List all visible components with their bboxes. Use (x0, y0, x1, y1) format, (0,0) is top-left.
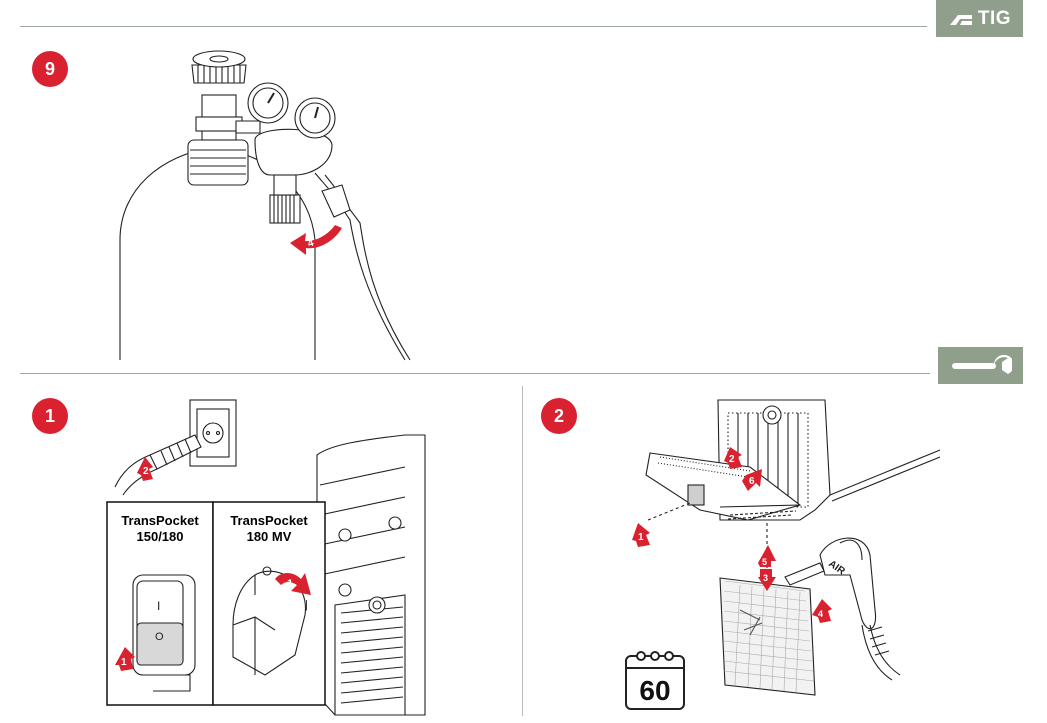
step-badge-1: 1 (32, 398, 68, 434)
arrow-number: 5 (762, 557, 767, 567)
switch-on-mark: I (157, 599, 160, 613)
arrow-number: 3 (763, 573, 768, 583)
arrow-5-filter (758, 545, 776, 567)
arrow-4-cylinder (290, 225, 342, 255)
arrow-number: 2 (729, 454, 735, 465)
step-badge-9: 9 (32, 51, 68, 87)
maintenance-tab (938, 347, 1023, 384)
panel-label-150-180: TransPocket 150/180 (121, 513, 199, 544)
arrow-4-air (812, 599, 832, 623)
switch-off-mark: O (155, 631, 164, 643)
rotary-on-mark: | (305, 599, 308, 611)
arrow-1-rotary (275, 573, 311, 595)
arrow-6-cover (742, 469, 762, 491)
mid-divider (20, 373, 930, 374)
tig-tab: TIG (936, 0, 1023, 37)
arrow-3-filter (758, 569, 776, 591)
calendar-icon: 60 (625, 651, 685, 710)
wrench-icon (951, 354, 1012, 374)
arrow-1-rocker (115, 647, 135, 671)
arrow-number: 6 (749, 476, 755, 487)
tab-label: TIG (977, 7, 1012, 29)
gas-cylinder-illustration: 4 (119, 50, 411, 361)
calendar-value: 60 (639, 675, 670, 706)
tig-torch-icon (949, 14, 972, 25)
top-divider (20, 26, 927, 27)
arrow-number: 1 (121, 657, 127, 668)
arrow-number: 4 (818, 609, 823, 619)
step-badge-2: 2 (541, 398, 577, 434)
filter-cleaning-illustration: AIR 1 2 6 5 3 4 (632, 399, 941, 696)
panel-label-180-mv: TransPocket 180 MV (230, 513, 308, 544)
arrow-2-cover (724, 447, 742, 469)
arrow-number: 1 (638, 532, 644, 543)
arrow-number: 4 (306, 237, 315, 249)
arrow-1-cover (632, 523, 650, 547)
power-switch-illustration: 2 I O 1 | 1 (106, 399, 426, 716)
arrow-number: 1 (287, 578, 293, 590)
arrow-number: 2 (143, 466, 149, 477)
arrow-2-plug (137, 457, 153, 481)
column-divider (522, 386, 523, 716)
